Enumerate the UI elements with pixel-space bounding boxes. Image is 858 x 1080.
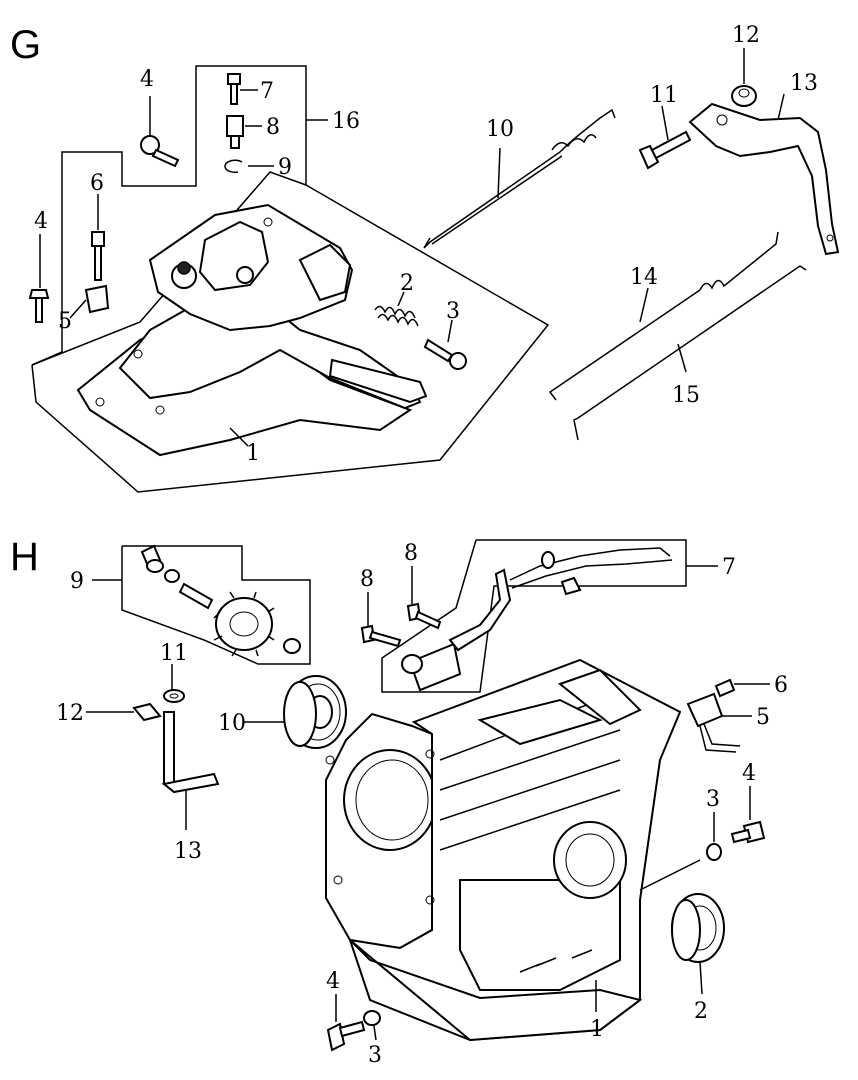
g-callout-4a: 4 xyxy=(140,67,154,92)
breather-tube-part-7 xyxy=(401,547,673,692)
washer-part-3-right xyxy=(706,843,722,861)
clip-part-12 xyxy=(132,702,162,722)
bolt-part-4-bottom xyxy=(326,1020,366,1052)
g-callout-16: 16 xyxy=(332,109,360,134)
clip-part-9 xyxy=(224,159,243,174)
g-callout-14: 14 xyxy=(630,265,658,290)
rod-part-10 xyxy=(423,108,616,249)
bolt-part-3 xyxy=(423,338,467,370)
g-callout-7: 7 xyxy=(260,79,274,104)
governor-gear-part-9 xyxy=(140,544,301,657)
washer-part-3-bottom xyxy=(363,1010,381,1026)
nut-part-12 xyxy=(731,85,757,107)
g-callout-6: 6 xyxy=(90,171,104,196)
clip-part-5 xyxy=(84,284,110,314)
h-callout-7: 7 xyxy=(722,555,736,580)
sensor-part-5 xyxy=(686,692,741,753)
washer-part-11 xyxy=(163,689,185,703)
g-callout-10: 10 xyxy=(486,117,514,142)
g-callout-13: 13 xyxy=(790,71,818,96)
control-plate xyxy=(76,203,428,457)
g-callout-11: 11 xyxy=(650,83,678,108)
g-callout-9: 9 xyxy=(278,155,292,180)
h-callout-4a: 4 xyxy=(742,761,756,786)
rod-part-14 xyxy=(548,231,779,401)
bolt-part-4-right xyxy=(730,820,766,844)
g-group-outline xyxy=(31,65,550,493)
h-callout-2: 2 xyxy=(694,999,708,1024)
spring-part-2 xyxy=(374,305,419,327)
bolt-part-8-a xyxy=(360,624,402,648)
section-g-label: G xyxy=(10,23,41,67)
h-group-9-outline xyxy=(121,545,311,665)
h-callout-8a: 8 xyxy=(404,541,418,566)
h-callout-3b: 3 xyxy=(368,1043,382,1068)
section-h-label: H xyxy=(10,535,39,579)
h-callout-13: 13 xyxy=(174,839,202,864)
h-callout-1: 1 xyxy=(590,1017,604,1042)
g-callout-2: 2 xyxy=(400,271,414,296)
g-callout-12: 12 xyxy=(732,23,760,48)
h-callouts: 9 7 8 8 11 12 13 10 6 5 4 3 2 1 4 3 xyxy=(56,541,788,1068)
collar-part-8 xyxy=(226,115,244,149)
g-callout-1: 1 xyxy=(246,441,260,466)
bolt-part-8-b xyxy=(406,602,442,630)
g-callout-8: 8 xyxy=(266,115,280,140)
h-leader-lines xyxy=(86,565,770,1041)
g-callout-4b: 4 xyxy=(34,209,48,234)
bolt-part-11 xyxy=(638,130,692,170)
g-callout-15: 15 xyxy=(672,383,700,408)
rod-part-15 xyxy=(573,265,807,441)
h-callout-5: 5 xyxy=(756,705,770,730)
h-callout-3a: 3 xyxy=(706,787,720,812)
bolt-part-4-left xyxy=(28,289,50,323)
bolt-part-7 xyxy=(227,73,241,105)
h-callout-6: 6 xyxy=(774,673,788,698)
h-callout-8b: 8 xyxy=(360,567,374,592)
g-callouts: 4 4 5 6 7 8 9 16 2 3 1 10 11 12 13 14 15 xyxy=(34,23,818,466)
g-leader-lines xyxy=(39,48,785,447)
g-callout-3: 3 xyxy=(446,299,460,324)
bearing-part-10 xyxy=(283,675,347,749)
h-callout-11: 11 xyxy=(160,641,188,666)
h-callout-4b: 4 xyxy=(326,969,340,994)
h-callout-12: 12 xyxy=(56,701,84,726)
h-callout-10: 10 xyxy=(218,711,246,736)
lever-part-13 xyxy=(688,102,840,256)
h-callout-9: 9 xyxy=(70,569,84,594)
oil-seal-part-2 xyxy=(671,893,725,963)
g-callout-5: 5 xyxy=(58,309,72,334)
bolt-part-4-upper xyxy=(140,135,180,168)
bolt-part-6-h xyxy=(714,678,736,698)
governor-arm-part-13 xyxy=(161,711,220,794)
crankcase-part-1 xyxy=(325,658,682,1042)
bolt-part-6 xyxy=(91,231,105,281)
